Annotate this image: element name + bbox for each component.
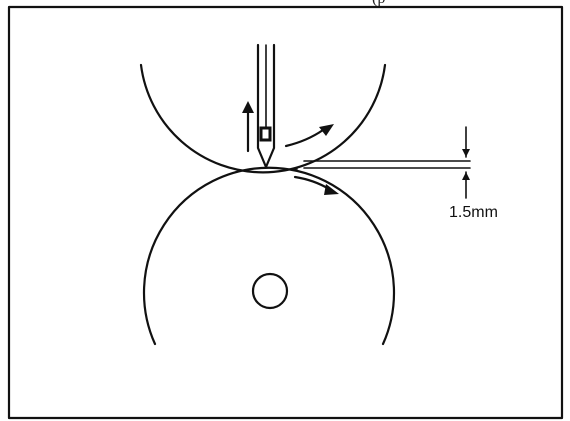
thickness-label: 1.5mm [449,204,498,221]
up-arrow-icon [242,101,254,113]
clipped-caption: (p [372,0,385,8]
curved-arrow-icon [319,124,334,136]
dimension-top-arrow-icon [462,149,470,157]
figure-frame [7,5,564,420]
dimension-bottom-arrow-icon [462,172,470,180]
lower-roller-shaft [251,272,289,310]
upper-motion-arc [284,128,325,148]
upper-roller-arc [139,63,387,174]
lower-roller-arc [142,166,396,346]
cutter-mark [259,126,272,142]
curved-arrow-icon [324,184,339,195]
cutter-blade [256,43,276,169]
lower-motion-arc [293,175,331,191]
